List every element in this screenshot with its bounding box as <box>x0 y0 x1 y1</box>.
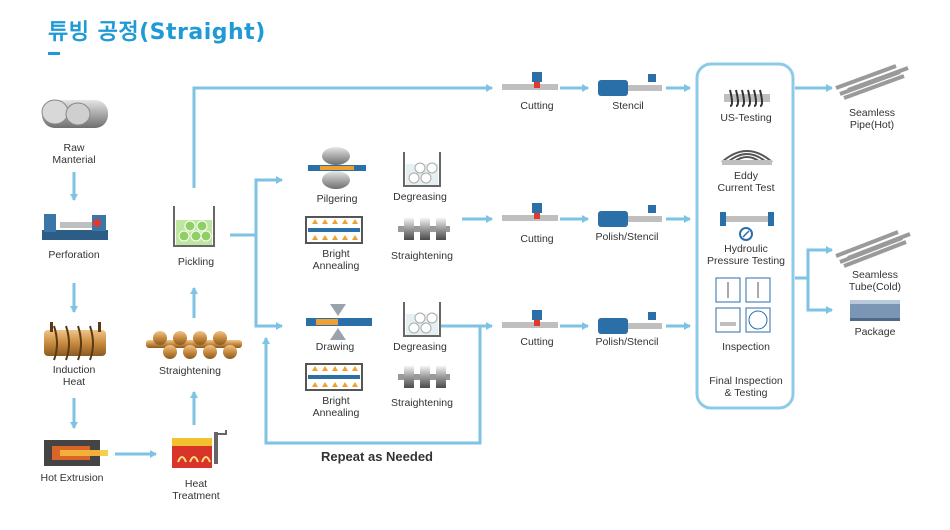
induction-heat-icon <box>44 322 106 361</box>
bright-annealing-icon-1 <box>305 216 363 244</box>
seamless-tube-cold-icon <box>835 230 911 268</box>
drawing-icon <box>306 304 372 340</box>
straightening-rollers-icon <box>146 331 242 359</box>
cutting-icon-3 <box>502 310 558 328</box>
seamless-pipe-hot-label: Seamless Pipe(Hot) <box>848 107 896 131</box>
page-title: 튜빙 공정(Straight) <box>48 20 266 45</box>
package-label: Package <box>854 326 896 338</box>
inspection-icon <box>715 277 771 333</box>
hydroulic-icon <box>720 212 774 241</box>
final-inspection-label: Final Inspection & Testing <box>709 375 783 399</box>
bright-annealing-label-1: Bright Annealing <box>312 248 360 272</box>
cutting-label-1: Cutting <box>520 100 554 112</box>
inspection-label: Inspection <box>722 341 770 353</box>
stencil-icon-3 <box>598 312 662 334</box>
arrow-branch-to-pilgering <box>254 176 283 235</box>
bright-annealing-icon-2 <box>305 363 363 391</box>
straightening-icon-2 <box>398 366 450 388</box>
bright-annealing-label-2: Bright Annealing <box>312 395 360 419</box>
degreasing-label-2: Degreasing <box>393 341 447 353</box>
arrow-repeat-loop <box>262 324 482 445</box>
title-underline <box>48 52 60 55</box>
straightening-label-2: Straightening <box>391 397 453 409</box>
eddy-current-icon <box>721 150 773 165</box>
arrow-final-to-cold-tube <box>806 246 833 278</box>
pilgering-label: Pilgering <box>316 193 358 205</box>
eddy-current-label: Eddy Current Test <box>717 170 775 194</box>
hydroulic-label: Hydroulic Pressure Testing <box>706 243 786 267</box>
perforation-label: Perforation <box>48 249 100 261</box>
hot-extrusion-icon <box>44 440 108 466</box>
hot-extrusion-label: Hot Extrusion <box>40 472 104 484</box>
cutting-icon-1 <box>502 72 558 90</box>
induction-heat-label: Induction Heat <box>52 364 96 388</box>
straightening-icon-1 <box>398 218 450 240</box>
arrow-final-to-package <box>806 278 833 314</box>
polish-stencil-label-3: Polish/Stencil <box>595 336 659 348</box>
straightening-left-label: Straightening <box>159 365 221 377</box>
us-testing-label: US-Testing <box>720 112 772 124</box>
pickling-label: Pickling <box>177 256 215 268</box>
polish-stencil-label-2: Polish/Stencil <box>595 231 659 243</box>
seamless-tube-cold-label: Seamless Tube(Cold) <box>848 269 902 293</box>
repeat-as-needed-label: Repeat as Needed <box>321 449 433 464</box>
raw-material-label: Raw Manterial <box>52 142 96 166</box>
stencil-icon-1 <box>598 74 662 96</box>
degreasing-tank-icon-1 <box>403 152 441 187</box>
degreasing-tank-icon-2 <box>403 302 441 337</box>
cutting-icon-2 <box>502 203 558 221</box>
heat-treatment-label: Heat Treatment <box>172 478 220 502</box>
drawing-label: Drawing <box>315 341 355 353</box>
us-testing-icon <box>724 89 770 107</box>
final-inspection-box <box>695 62 795 410</box>
pilgering-icon <box>308 147 366 189</box>
heat-treatment-icon <box>172 430 227 468</box>
stencil-label-1: Stencil <box>612 100 644 112</box>
perforation-icon <box>42 214 108 240</box>
arrow-branch-to-drawing <box>254 235 283 330</box>
cutting-label-3: Cutting <box>520 336 554 348</box>
flow-arrows <box>70 84 833 458</box>
stencil-icon-2 <box>598 205 662 227</box>
degreasing-label-1: Degreasing <box>393 191 447 203</box>
cutting-label-2: Cutting <box>520 233 554 245</box>
pickling-tank-icon <box>173 206 215 247</box>
package-icon <box>850 300 900 321</box>
seamless-pipe-hot-icon <box>835 64 909 100</box>
straightening-label-1: Straightening <box>391 250 453 262</box>
raw-material-icon <box>41 99 108 128</box>
arrow-pickling-to-top-cutting <box>192 84 493 188</box>
